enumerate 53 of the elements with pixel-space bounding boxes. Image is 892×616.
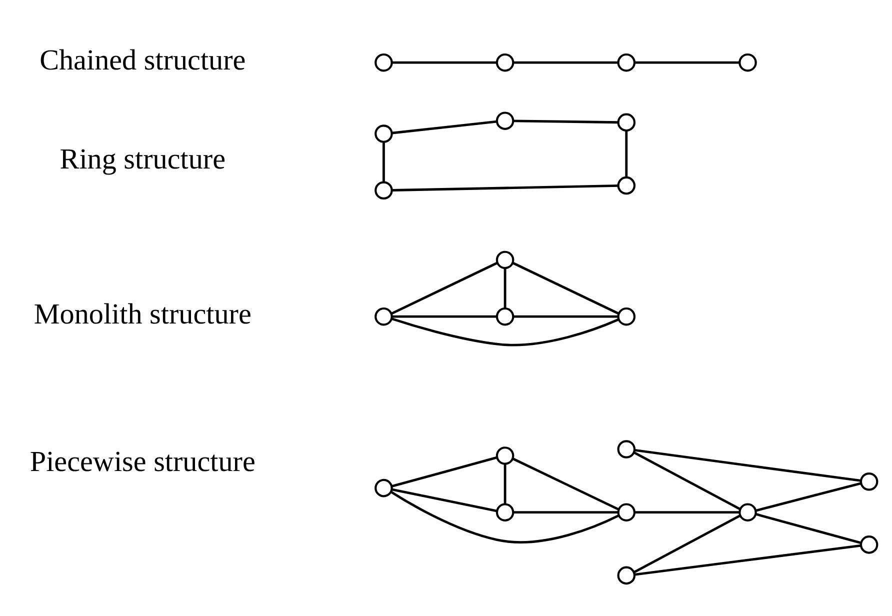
node-circle (860, 472, 878, 490)
connector (391, 317, 619, 346)
node-circle (496, 446, 514, 464)
label: Monolith structure (34, 298, 252, 330)
node-circle (738, 52, 757, 72)
connector (625, 130, 628, 177)
connector (514, 510, 618, 514)
label: Chained structure (40, 44, 246, 76)
label: Piecewise structure (30, 445, 256, 478)
node-circle (374, 306, 393, 326)
node-circle (374, 478, 393, 497)
connector (512, 261, 619, 314)
connector (392, 120, 497, 134)
connector (390, 490, 620, 543)
node-circle (496, 52, 514, 72)
node-circle (496, 306, 514, 326)
node-circle (617, 306, 636, 326)
connector (514, 314, 618, 318)
node-circle (496, 111, 514, 130)
node-circle (496, 250, 514, 269)
node-circle (617, 52, 636, 72)
node-circle (374, 124, 393, 142)
connector (512, 457, 619, 510)
node-circle (738, 502, 757, 521)
node-circle (617, 502, 636, 521)
node-circle (496, 502, 514, 521)
connector (634, 514, 740, 573)
connector (755, 512, 862, 544)
label: Ring structure (60, 142, 226, 175)
connector (392, 184, 618, 191)
connector (635, 60, 740, 64)
connector (391, 456, 498, 487)
node-circle (860, 535, 878, 554)
node-circle (617, 176, 636, 194)
connector (504, 464, 506, 504)
connector (514, 119, 618, 124)
connector (392, 60, 497, 64)
node-circle (374, 180, 393, 200)
connector (392, 314, 497, 318)
node-circle (617, 566, 636, 584)
node-circle (617, 440, 636, 458)
connector (634, 448, 862, 482)
connector (755, 482, 862, 512)
connector (514, 60, 618, 64)
node-circle (617, 112, 636, 132)
connector (392, 488, 497, 512)
connector (382, 142, 385, 182)
connector (504, 268, 506, 308)
connector (635, 510, 740, 514)
connector (391, 261, 498, 314)
node-circle (374, 52, 393, 72)
connector (634, 451, 740, 510)
connector (634, 544, 862, 576)
